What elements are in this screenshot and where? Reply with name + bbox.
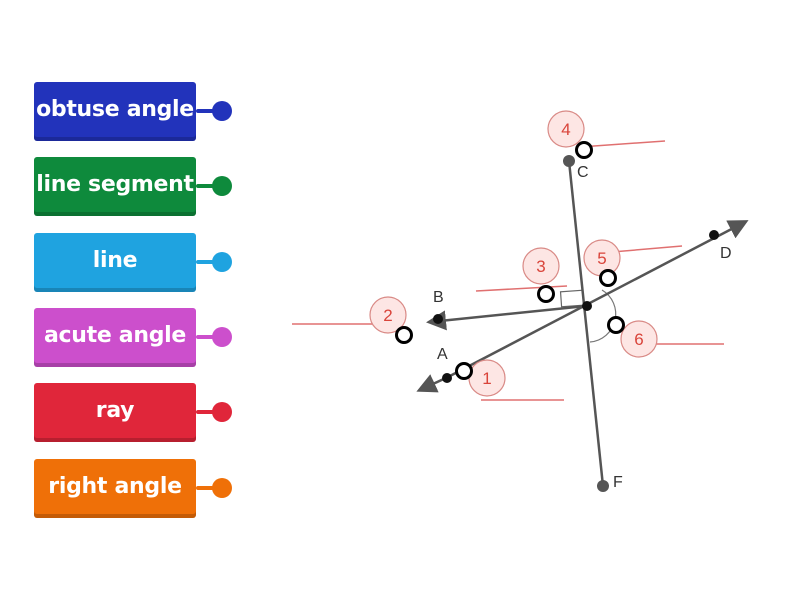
drop-zone-3[interactable] xyxy=(537,285,555,303)
drop-zone-1[interactable] xyxy=(455,362,473,380)
term-tile-ray[interactable]: ray xyxy=(34,383,196,442)
line-segment-CF xyxy=(567,160,605,487)
term-label: acute angle xyxy=(43,323,187,348)
connector-line xyxy=(196,260,214,264)
connector-line xyxy=(196,486,214,490)
drop-zone-4[interactable] xyxy=(575,141,593,159)
point-C xyxy=(563,155,575,167)
term-tile-obtuse-angle[interactable]: obtuse angle xyxy=(34,82,196,141)
answer-line-5 xyxy=(611,245,683,253)
drag-handle-acute-angle[interactable] xyxy=(212,327,232,347)
vertex-point xyxy=(582,301,592,311)
drop-zone-2[interactable] xyxy=(395,326,413,344)
target-number: 5 xyxy=(597,249,606,268)
point-label-A: A xyxy=(437,346,448,363)
angle-arc xyxy=(589,289,617,343)
point-B xyxy=(433,314,443,324)
target-number: 4 xyxy=(561,120,570,139)
target-number: 3 xyxy=(536,257,545,276)
target-2: 2 xyxy=(369,296,407,334)
term-label: ray xyxy=(95,398,135,423)
target-1: 1 xyxy=(468,359,506,397)
term-tile-line-segment[interactable]: line segment xyxy=(34,157,196,216)
drag-handle-ray[interactable] xyxy=(212,402,232,422)
term-label: right angle xyxy=(48,474,182,499)
drag-handle-line[interactable] xyxy=(212,252,232,272)
drag-handle-obtuse-angle[interactable] xyxy=(212,101,232,121)
target-4: 4 xyxy=(547,110,585,148)
ray-EB xyxy=(426,304,587,331)
point-A xyxy=(442,373,452,383)
connector-line xyxy=(196,335,214,339)
point-label-B: B xyxy=(433,289,444,306)
point-F xyxy=(597,480,609,492)
target-6: 6 xyxy=(620,320,658,358)
target-3: 3 xyxy=(522,247,560,285)
connector-line xyxy=(196,109,214,113)
point-label-D: D xyxy=(720,245,732,262)
term-label: line segment xyxy=(36,172,194,197)
drag-handle-right-angle[interactable] xyxy=(212,478,232,498)
connector-line xyxy=(196,410,214,414)
connector-line xyxy=(196,184,214,188)
point-D xyxy=(709,230,719,240)
term-tile-acute-angle[interactable]: acute angle xyxy=(34,308,196,367)
drop-zone-5[interactable] xyxy=(599,269,617,287)
target-number: 2 xyxy=(383,306,392,325)
target-number: 6 xyxy=(634,330,643,349)
point-label-F: F xyxy=(613,474,623,491)
term-tile-right-angle[interactable]: right angle xyxy=(34,459,196,518)
ray-AD xyxy=(447,220,749,379)
term-tile-line[interactable]: line xyxy=(34,233,196,292)
target-number: 1 xyxy=(482,369,491,388)
answer-line-3 xyxy=(475,285,568,292)
answer-line-4 xyxy=(579,140,666,148)
drop-zone-6[interactable] xyxy=(607,316,625,334)
term-label: obtuse angle xyxy=(36,97,194,122)
drag-handle-line-segment[interactable] xyxy=(212,176,232,196)
term-label: line xyxy=(92,248,138,273)
right-angle-mark xyxy=(559,289,585,308)
point-label-C: C xyxy=(577,164,589,181)
target-5: 5 xyxy=(583,239,621,277)
